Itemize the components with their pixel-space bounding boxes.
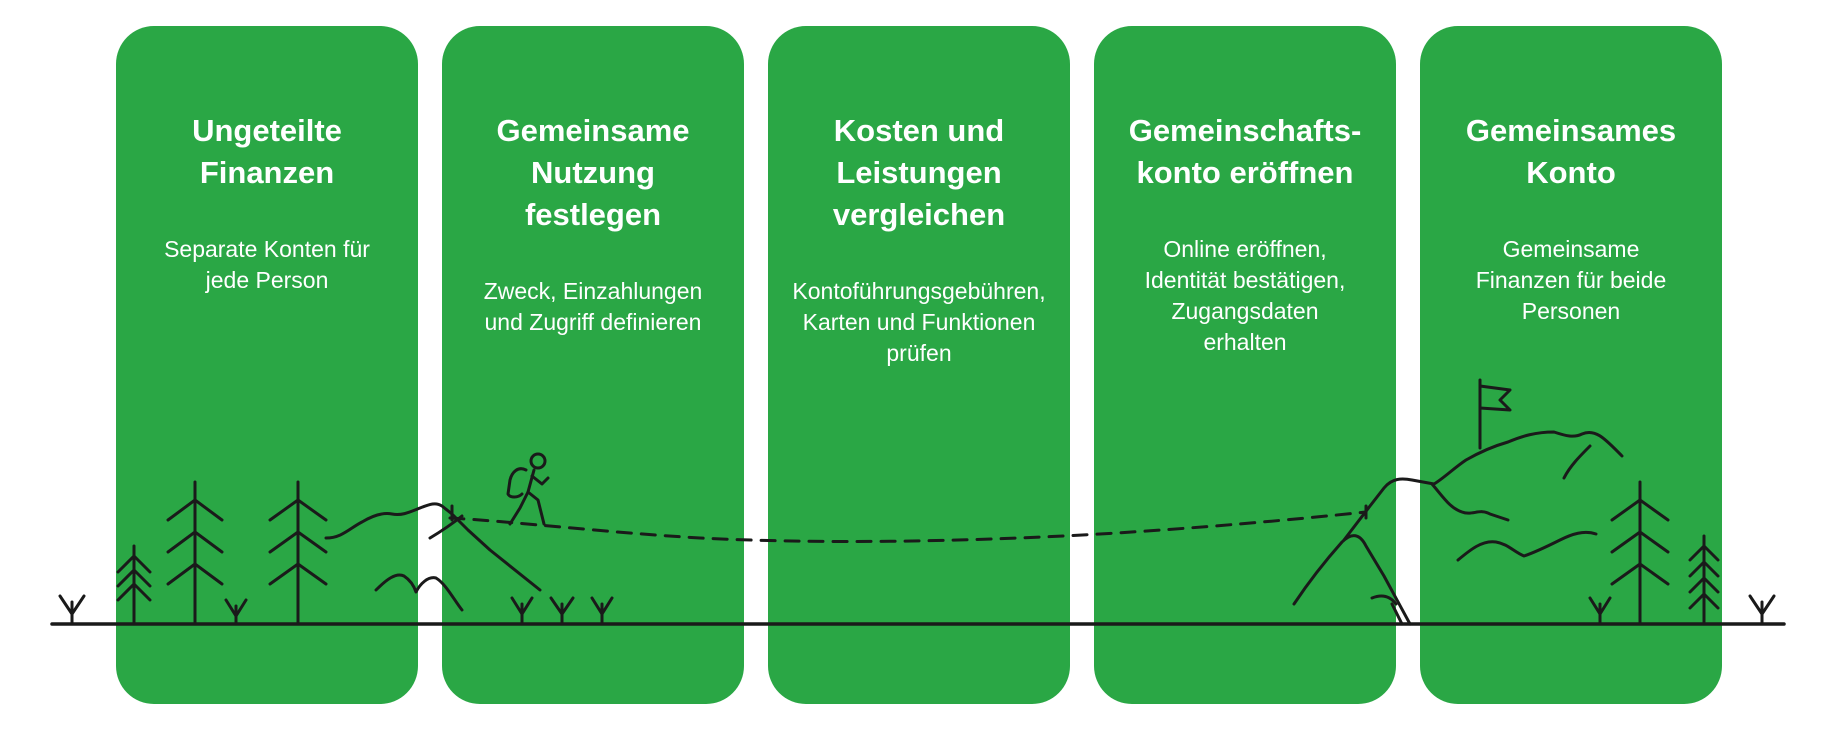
step-card-1: Ungeteilte Finanzen Separate Konten für … [116,26,418,704]
grass-icon [549,596,575,626]
trail-path [448,510,1368,543]
step-card-4: Gemeinschafts- konto eröffnen Online erö… [1094,26,1396,704]
step-title: Gemeinschafts- konto eröffnen [1128,113,1362,190]
step-title: Gemeinsame Nutzung festlegen [496,113,690,232]
grass-icon [58,594,86,626]
grass-icon [590,596,614,626]
mountain-icon [324,502,542,612]
grass-icon [510,596,534,626]
step-card-3: Kosten und Leistungen vergleichen Kontof… [768,26,1070,704]
grass-icon [1588,596,1612,626]
step-description: Kontoführungsgebühren, Karten und Funkti… [792,278,1046,366]
step-title: Ungeteilte Finanzen [192,113,342,190]
tree-icon [166,480,224,626]
step-description: Gemeinsame Finanzen für beide Personen [1475,236,1667,324]
mountain-icon [1292,430,1624,626]
step-description: Online eröffnen, Identität bestätigen, Z… [1144,236,1346,355]
grass-icon [224,598,248,626]
flag-icon [1478,378,1512,450]
step-card-5: Gemeinsames Konto Gemeinsame Finanzen fü… [1420,26,1722,704]
tree-icon [1688,534,1720,626]
step-card-2: Gemeinsame Nutzung festlegen Zweck, Einz… [442,26,744,704]
step-description: Separate Konten für jede Person [164,236,370,293]
step-title: Gemeinsames Konto [1465,113,1677,190]
step-description: Zweck, Einzahlungen und Zugriff definier… [483,278,703,335]
tree-icon [116,544,152,626]
tree-icon [1610,480,1670,626]
grass-icon [1748,594,1776,626]
step-title: Kosten und Leistungen vergleichen [832,113,1006,232]
tree-icon [268,480,328,626]
hiker-icon [506,452,550,526]
